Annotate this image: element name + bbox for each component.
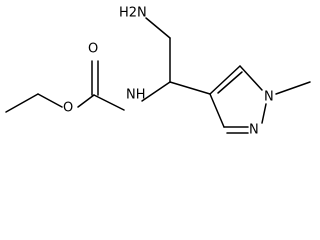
bond-carbonyl-c-nh [93,94,125,111]
bond-ring-c4-c5-inner [217,71,243,94]
bond-ch-ring [169,81,211,95]
bond-ethyl-ch3-ch2 [5,93,39,113]
bond-ring-c4-c5 [209,65,241,95]
bond-ring-n2-n1 [261,103,267,124]
label-pyrazole-n1: N [264,90,274,105]
label-carbonyl-oxygen: O [88,42,98,57]
bond-nh-ch [141,81,171,102]
bond-ring-c4-c3 [209,93,225,128]
bond-ch2-o [37,93,63,108]
bond-n1-methyl [275,81,311,95]
bond-ring-c5-n1 [239,65,263,91]
structure-diagram: H2N O O NH N N [5,6,311,138]
bond-ch2-nh2 [145,17,171,39]
label-carbamate-nh: NH [126,88,146,103]
label-pyrazole-n2: N [249,123,259,138]
label-amine-n: H2N [119,6,147,21]
label-ester-oxygen: O [63,101,73,116]
bond-o-carbonyl-c [77,94,95,108]
